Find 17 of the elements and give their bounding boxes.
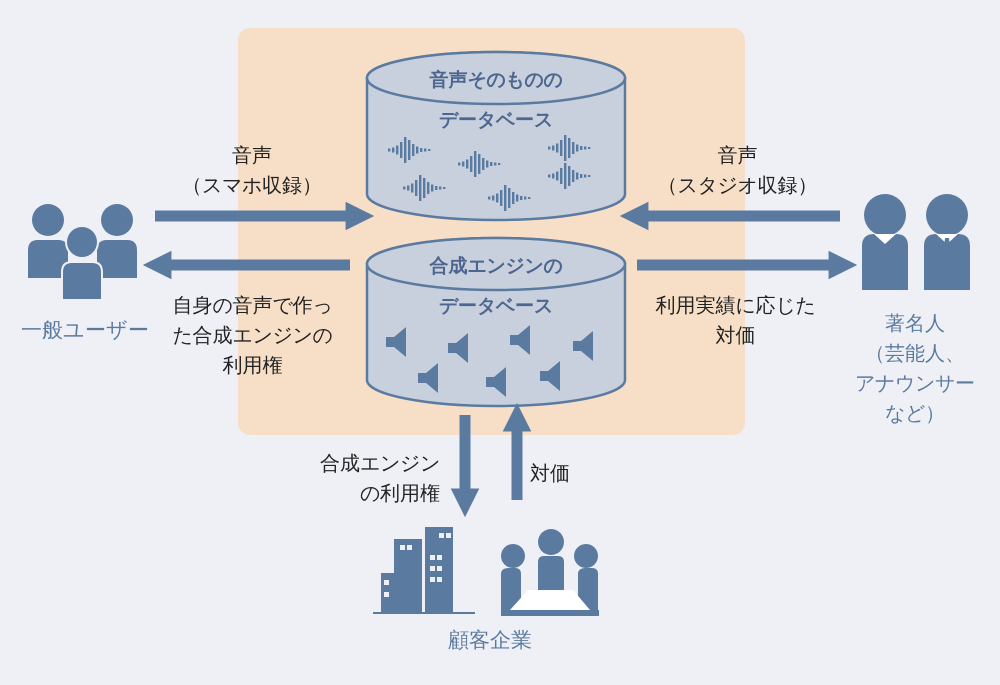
edge-label: 対価 xyxy=(530,460,571,487)
arrow xyxy=(155,202,374,230)
arrow xyxy=(142,250,350,280)
edge-label: 利用実績に応じた対価 xyxy=(654,292,816,349)
group-label: 顧客企業 xyxy=(447,627,533,654)
group-label: 著名人（芸能人、アナウンサーなど） xyxy=(854,310,976,427)
arrow xyxy=(450,415,480,518)
arrow xyxy=(620,202,840,230)
edge-label: 音声（スタジオ収録） xyxy=(656,142,818,199)
edge-label: 音声（スマホ収録） xyxy=(181,142,323,199)
arrow xyxy=(502,402,532,500)
database-label: 合成エンジンのデータベース xyxy=(428,254,564,319)
edge-label: 合成エンジンの利用権 xyxy=(319,450,440,507)
database-label: 音声そのもののデータベース xyxy=(428,68,564,133)
arrow xyxy=(637,250,858,280)
group-label: 一般ユーザー xyxy=(20,317,150,344)
edge-label: 自身の音声で作った合成エンジンの利用権 xyxy=(172,292,334,379)
